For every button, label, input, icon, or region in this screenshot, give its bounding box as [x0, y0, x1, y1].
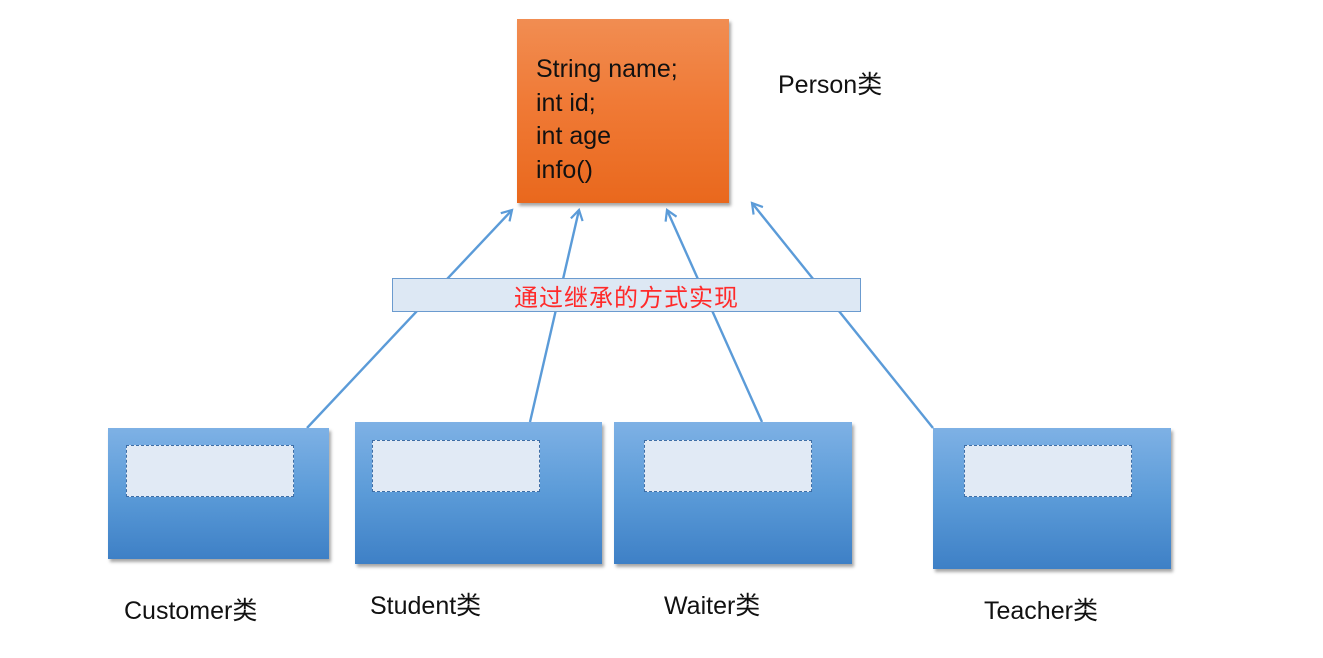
- customer-class-label: Customer类: [124, 597, 258, 625]
- field-id: int id;: [536, 88, 596, 117]
- teacher-class-box: [933, 428, 1171, 569]
- field-age: int age: [536, 122, 612, 150]
- customer-class-box: [108, 428, 329, 559]
- waiter-placeholder: [644, 440, 812, 492]
- customer-placeholder: [126, 445, 294, 497]
- student-class-label: Student类: [370, 592, 482, 620]
- inheritance-banner-text: 通过继承的方式实现: [514, 283, 739, 312]
- arrow-waiter-to-person: [664, 208, 764, 423]
- student-placeholder: [372, 440, 540, 492]
- student-class-box: [355, 422, 602, 564]
- person-class-box: String name; int id; int age info(): [517, 19, 729, 203]
- arrow-teacher-to-person: [750, 201, 934, 429]
- waiter-class-box: [614, 422, 852, 564]
- person-class-label: Person类: [778, 71, 883, 99]
- method-info: info(): [536, 155, 593, 184]
- arrow-student-to-person: [528, 207, 584, 423]
- inheritance-banner: 通过继承的方式实现: [392, 278, 861, 312]
- arrow-customer-to-person: [306, 208, 514, 429]
- teacher-class-label: Teacher类: [984, 597, 1098, 625]
- waiter-class-label: Waiter类: [664, 592, 761, 620]
- field-name: String name;: [536, 55, 678, 83]
- teacher-placeholder: [964, 445, 1132, 497]
